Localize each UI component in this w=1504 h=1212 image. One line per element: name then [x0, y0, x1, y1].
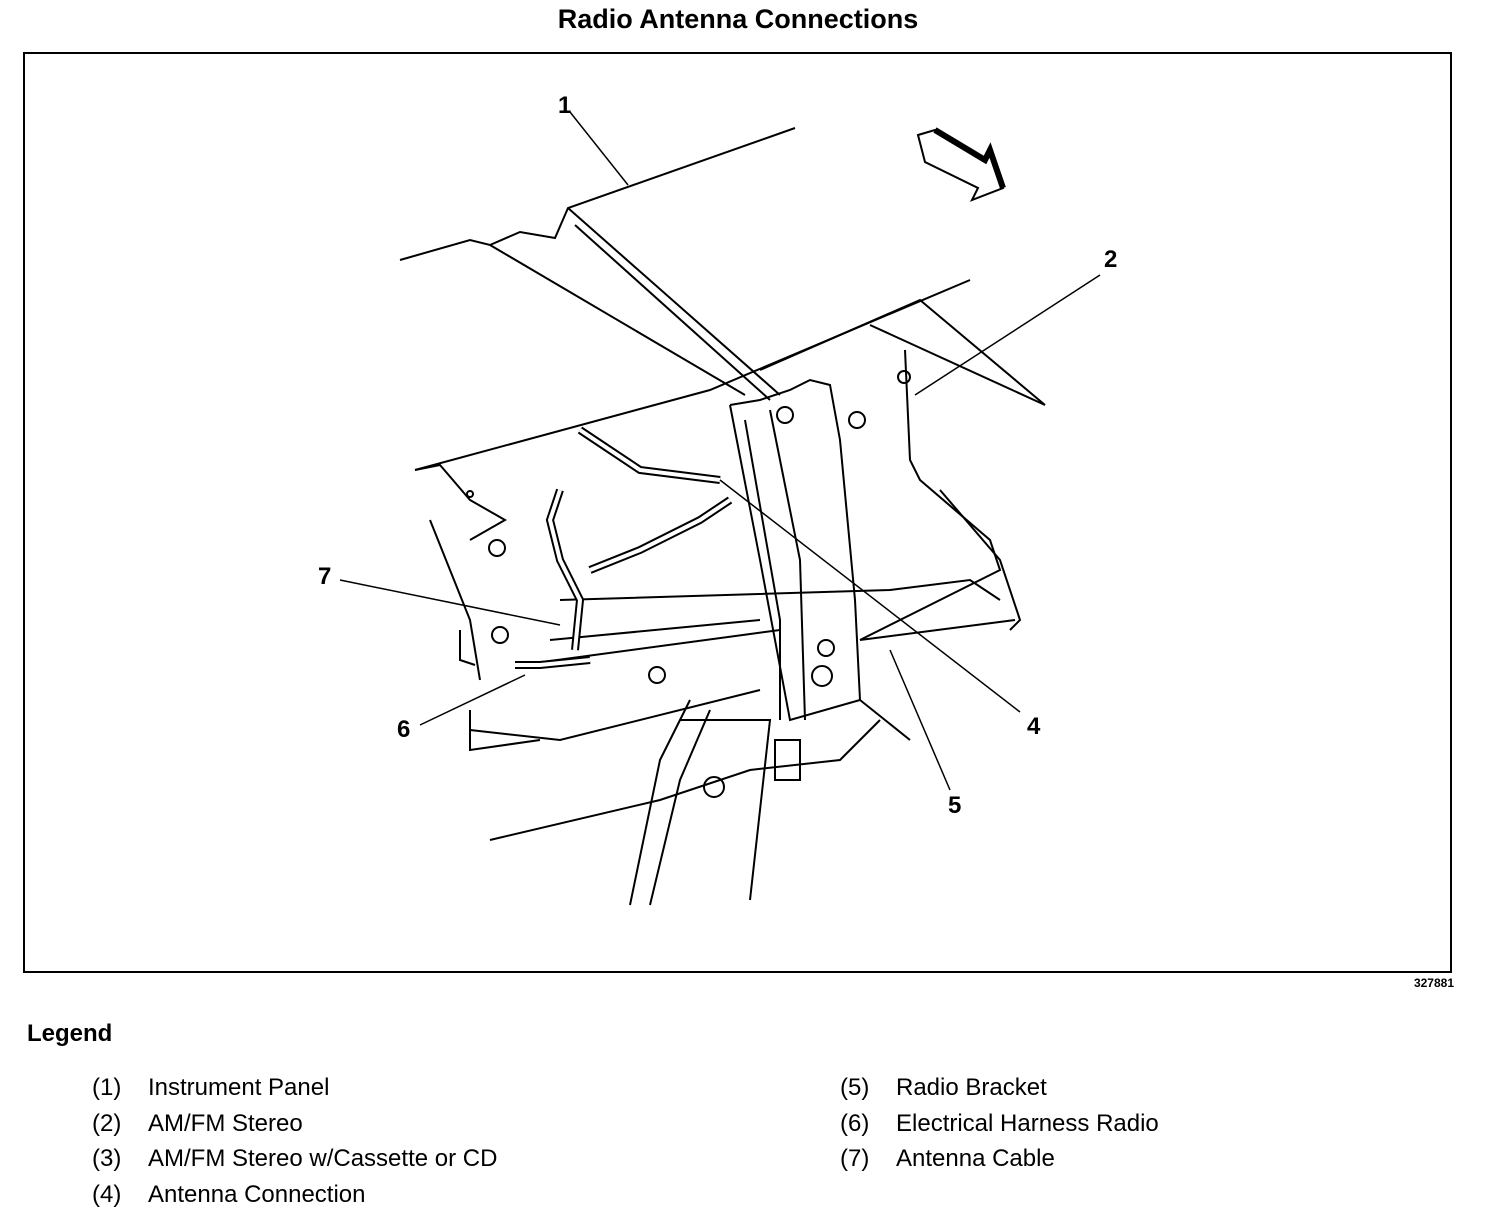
callout-6: 6	[397, 716, 411, 743]
legend-number: (6)	[840, 1109, 870, 1137]
legend-label: Antenna Connection	[148, 1180, 366, 1208]
callout-1: 1	[558, 92, 572, 119]
legend-number: (7)	[840, 1145, 870, 1172]
legend-label: Radio Bracket	[896, 1074, 1047, 1101]
callout-5: 5	[948, 792, 962, 819]
callout-leaders	[339, 111, 1101, 791]
direction-arrow-icon	[916, 127, 1006, 202]
legend-label: AM/FM Stereo	[148, 1109, 303, 1137]
legend-item: (4) Antenna Connection	[92, 1177, 497, 1212]
legend-item: (1) Instrument Panel	[92, 1070, 497, 1106]
callout-4: 4	[1027, 713, 1041, 740]
antenna-cable-drawing	[515, 426, 733, 669]
legend-label: Electrical Harness Radio	[896, 1109, 1159, 1137]
legend-item: (6) Electrical Harness Radio	[840, 1106, 1159, 1142]
legend-item: (2) AM/FM Stereo	[92, 1106, 497, 1142]
callout-7: 7	[318, 563, 332, 590]
figure-id: 327881	[1413, 976, 1454, 990]
legend-number: (4)	[92, 1180, 122, 1208]
legend-label: Instrument Panel	[148, 1074, 330, 1101]
legend-number: (1)	[92, 1074, 122, 1101]
legend-item: (7) Antenna Cable	[840, 1141, 1159, 1177]
legend-number: (5)	[840, 1074, 870, 1101]
legend-column-right: (5) Radio Bracket (6) Electrical Harness R…	[840, 1070, 1159, 1177]
legend-item: (5) Radio Bracket	[840, 1070, 1159, 1106]
callout-2: 2	[1104, 246, 1118, 273]
instrument-panel-drawing	[399, 127, 796, 401]
legend-column-left: (1) Instrument Panel (2) AM/FM Stereo (3) A…	[92, 1070, 497, 1212]
legend-number: (3)	[92, 1145, 122, 1172]
diagram-title: Radio Antenna Connections	[557, 4, 919, 34]
legend-label: Antenna Cable	[896, 1145, 1055, 1172]
legend-number: (2)	[92, 1109, 122, 1137]
radio-bracket-drawing	[489, 370, 911, 906]
legend-label: AM/FM Stereo w/Cassette or CD	[148, 1145, 498, 1172]
illustration-frame	[23, 52, 1452, 973]
legend-item: (3) AM/FM Stereo w/Cassette or CD	[92, 1141, 497, 1177]
legend-title: Legend	[27, 1020, 113, 1047]
